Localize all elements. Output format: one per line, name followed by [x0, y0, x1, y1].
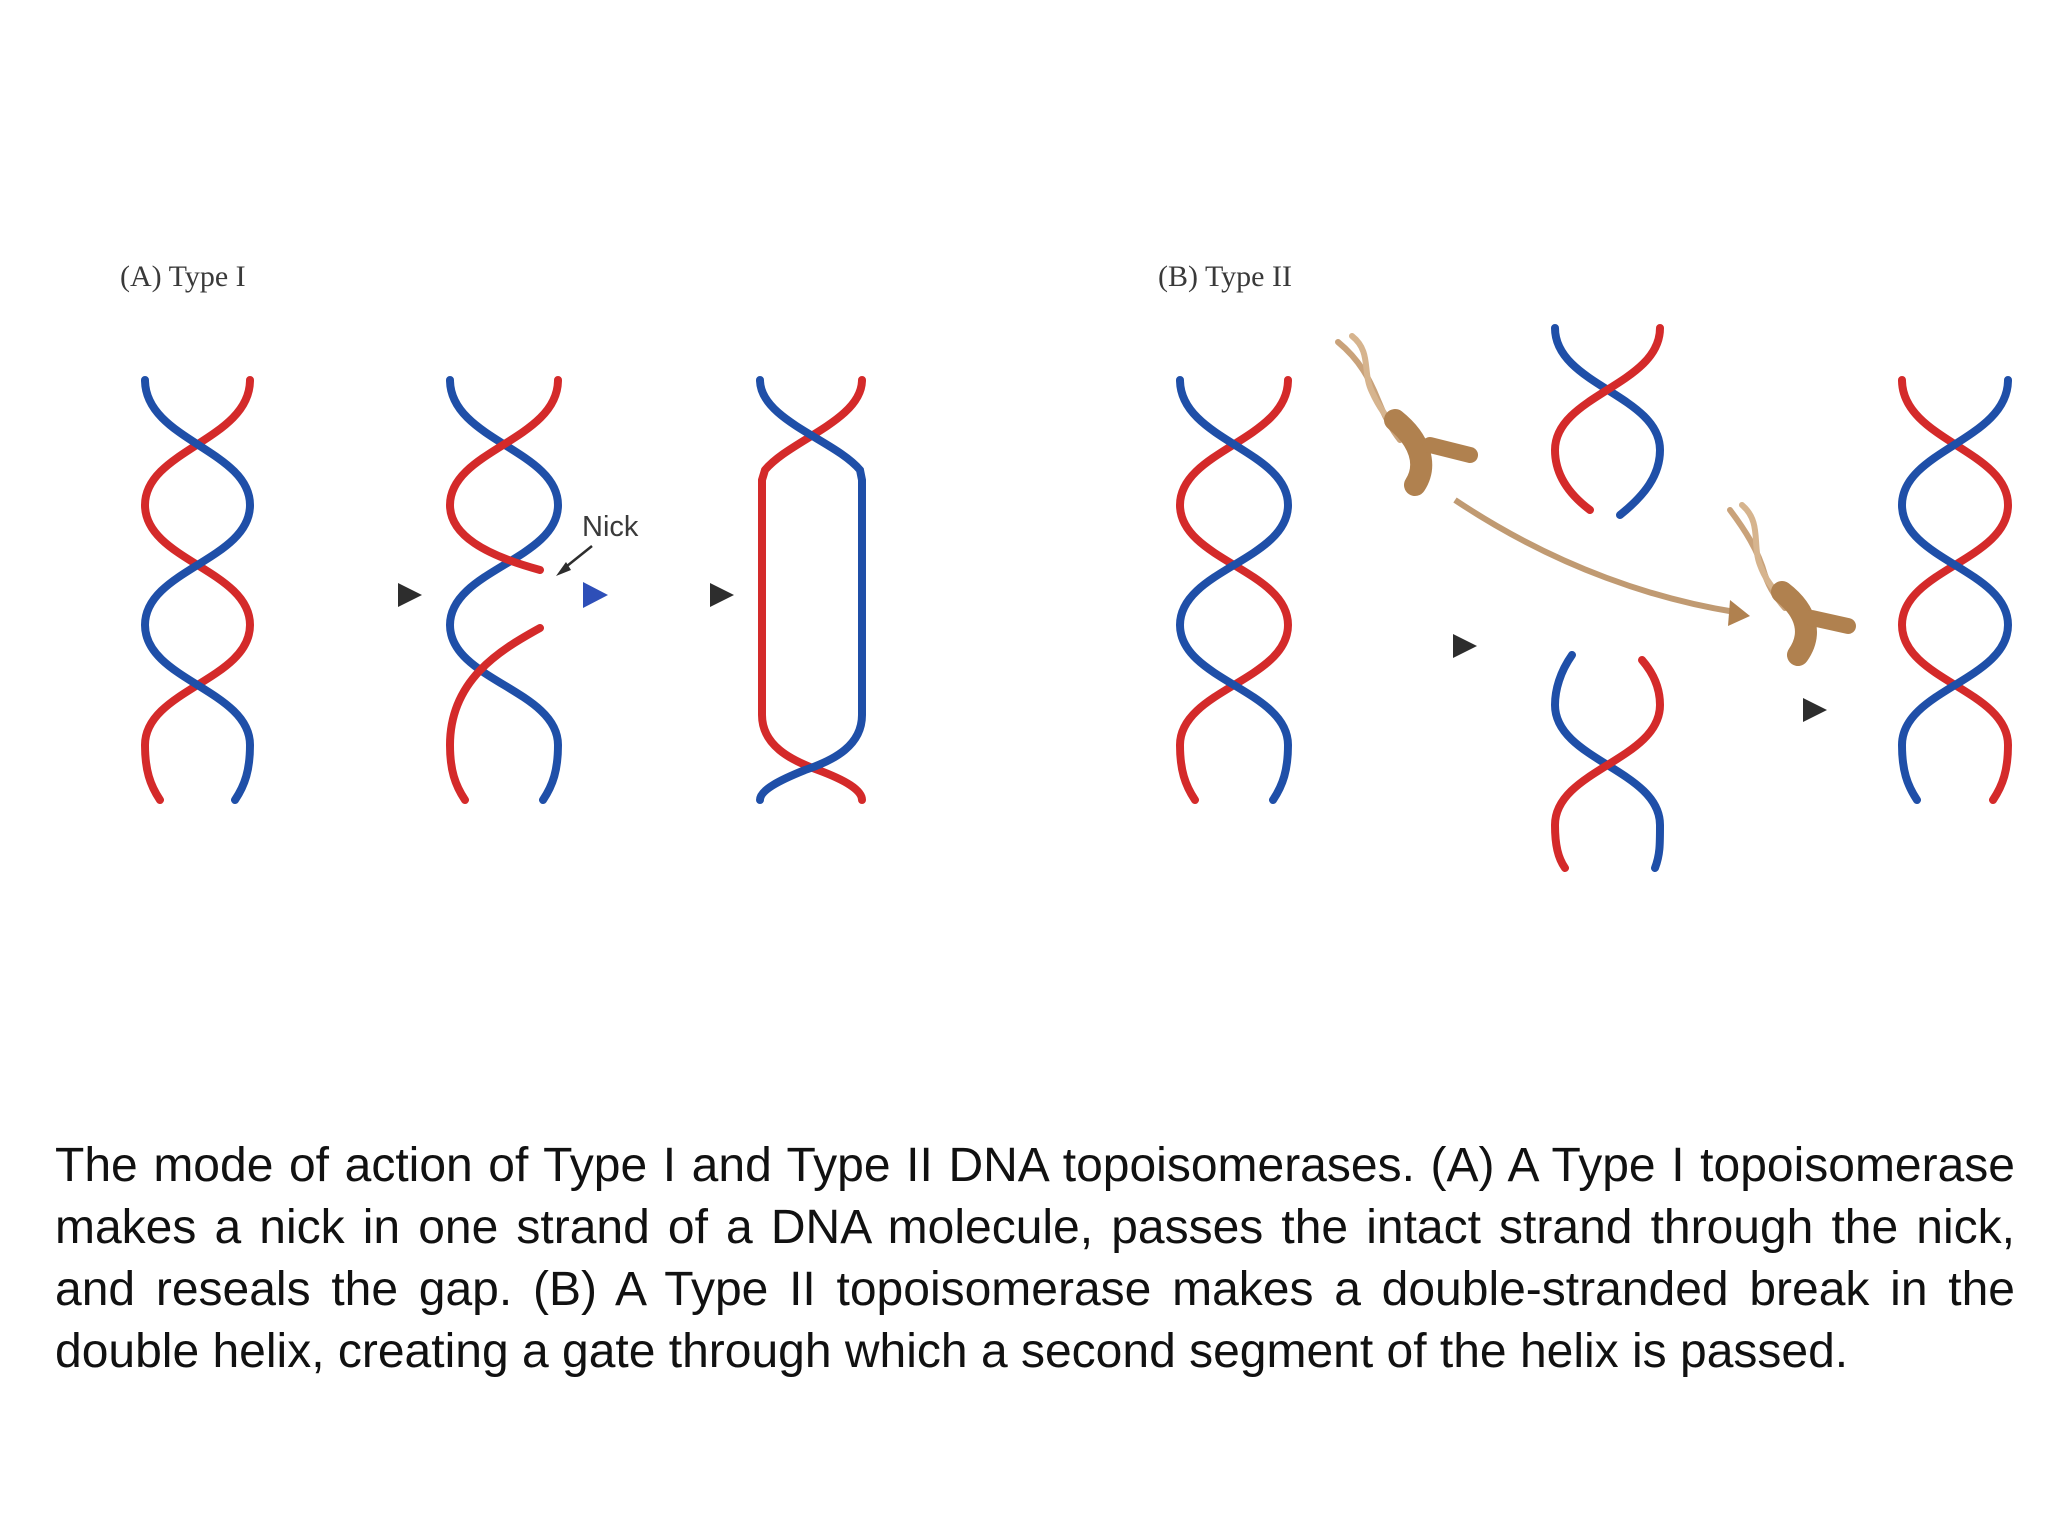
helix-b3-strand-red	[1897, 376, 2013, 804]
helix-a3-strand-red	[758, 376, 866, 804]
helix-b3	[1897, 376, 2013, 804]
nick-label: Nick	[582, 511, 639, 543]
helix-b1	[1175, 376, 1293, 804]
panel-a: (A) Type I Nick	[120, 260, 866, 804]
arrow-a1	[305, 583, 422, 607]
arrow-b2	[1718, 698, 1827, 722]
helix-b1-strand-blue	[1175, 376, 1293, 804]
helix-a3-strand-blue	[756, 376, 866, 804]
panel-a-label: (A) Type I	[120, 260, 246, 293]
helix-a2-strand-blue	[445, 376, 563, 804]
helix-b3-strand-blue	[1897, 376, 2013, 804]
helix-a1-strand-blue	[140, 376, 255, 804]
helix-b2-upper	[1550, 324, 1665, 519]
helix-a2-nicked	[445, 376, 563, 804]
helix-b2-lower	[1550, 651, 1665, 872]
helix-b2-upper-strand-blue	[1551, 324, 1665, 519]
panel-b-label: (B) Type II	[1158, 260, 1292, 293]
arrow-a2	[645, 583, 734, 607]
helix-a2-strand-red-lower	[445, 624, 544, 804]
nick-pointer	[556, 545, 593, 576]
figure-caption: The mode of action of Type I and Type II…	[55, 1139, 2015, 1378]
segment-trajectory-arrow	[1453, 497, 1750, 626]
topoisomerase-enzyme-1	[1335, 333, 1478, 496]
helix-a1-strand-red	[140, 376, 255, 804]
helix-b1-strand-red	[1175, 376, 1293, 804]
topoisomerase-enzyme-2	[1727, 502, 1856, 666]
helix-a1	[140, 376, 255, 804]
helix-b2-lower-strand-red	[1550, 656, 1665, 872]
helix-b2-upper-strand-red	[1550, 324, 1664, 514]
panel-b: (B) Type II	[1158, 260, 2013, 872]
helix-a2-strand-red-upper	[445, 376, 562, 574]
helix-a3-relaxed	[756, 376, 866, 804]
strand-pass-arrow	[488, 582, 608, 608]
arrow-b1	[1368, 634, 1477, 658]
